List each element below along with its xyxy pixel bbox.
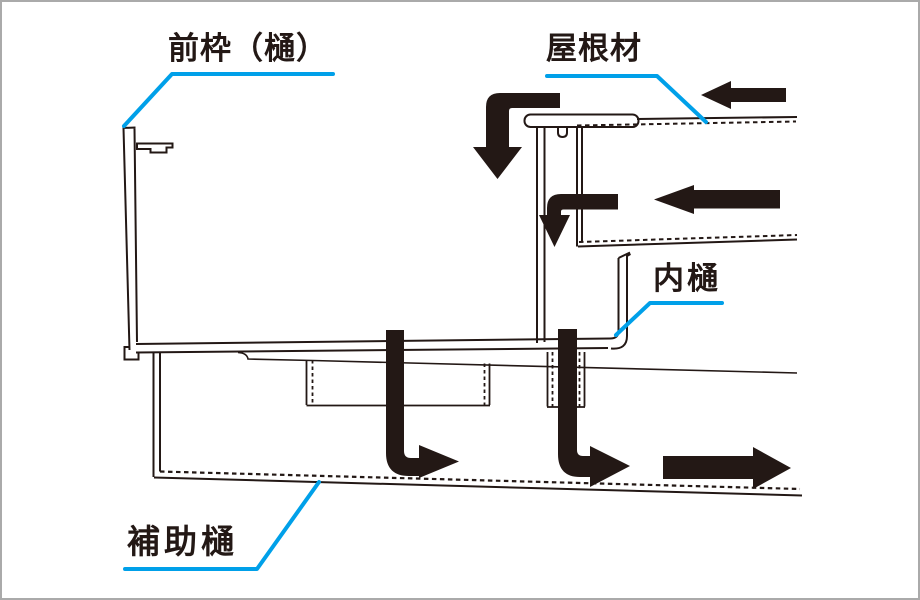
flow-arrow-mid-left-icon xyxy=(654,185,780,214)
roof-panel-top-edge xyxy=(636,116,798,120)
gutter-liner xyxy=(237,351,798,374)
roof-panel-bottom-edge xyxy=(577,238,798,248)
inner-gutter-right-wall xyxy=(609,251,631,350)
gutter-floor-top xyxy=(135,337,611,345)
leader-roof-material xyxy=(545,74,708,124)
aux-gutter-bottom-edge xyxy=(153,476,803,497)
aux-gutter-bottom-dotted xyxy=(159,470,801,491)
bracket-right-dashed-line xyxy=(551,352,581,407)
bracket-left-dashed-line xyxy=(311,360,486,405)
front-frame-post xyxy=(122,126,138,351)
gutter-floor xyxy=(135,337,798,374)
front-frame xyxy=(122,126,174,361)
inner-gutter-top-rail xyxy=(523,113,640,128)
label-auxiliary-gutter: 補助樋 xyxy=(127,523,238,560)
label-front-frame: 前枠（樋） xyxy=(168,31,328,66)
support-brackets xyxy=(305,352,586,408)
label-roof-material: 屋根材 xyxy=(546,31,642,66)
inner-gutter-hook xyxy=(557,127,568,139)
roof-panel-bottom-dotted xyxy=(578,234,798,243)
flow-arrow-left-icon xyxy=(701,81,786,109)
label-inner-gutter: 内樋 xyxy=(653,261,721,296)
front-frame-foot xyxy=(123,346,140,361)
gutter-floor-bottom xyxy=(135,347,609,354)
leader-front-frame xyxy=(122,72,335,128)
leader-aux-gutter xyxy=(123,480,321,571)
flow-arrows xyxy=(386,81,791,489)
flow-arrow-drop-right-icon xyxy=(558,329,630,487)
flow-arrow-bend-down-icon xyxy=(473,93,560,179)
flow-arrow-drop-left-icon xyxy=(386,330,459,478)
front-frame-arm xyxy=(136,142,174,154)
inner-gutter-left-wall xyxy=(536,128,546,343)
inner-gutter xyxy=(523,113,640,350)
aux-gutter xyxy=(152,352,803,497)
aux-gutter-left-wall xyxy=(152,352,161,477)
flow-arrow-panel-edge-down-icon xyxy=(539,194,618,247)
leader-lines xyxy=(122,72,724,571)
roof-panel xyxy=(576,116,798,248)
flow-arrow-right-icon xyxy=(663,447,791,489)
leader-inner-gutter xyxy=(614,301,724,337)
roof-panel-left-edge xyxy=(576,128,583,247)
